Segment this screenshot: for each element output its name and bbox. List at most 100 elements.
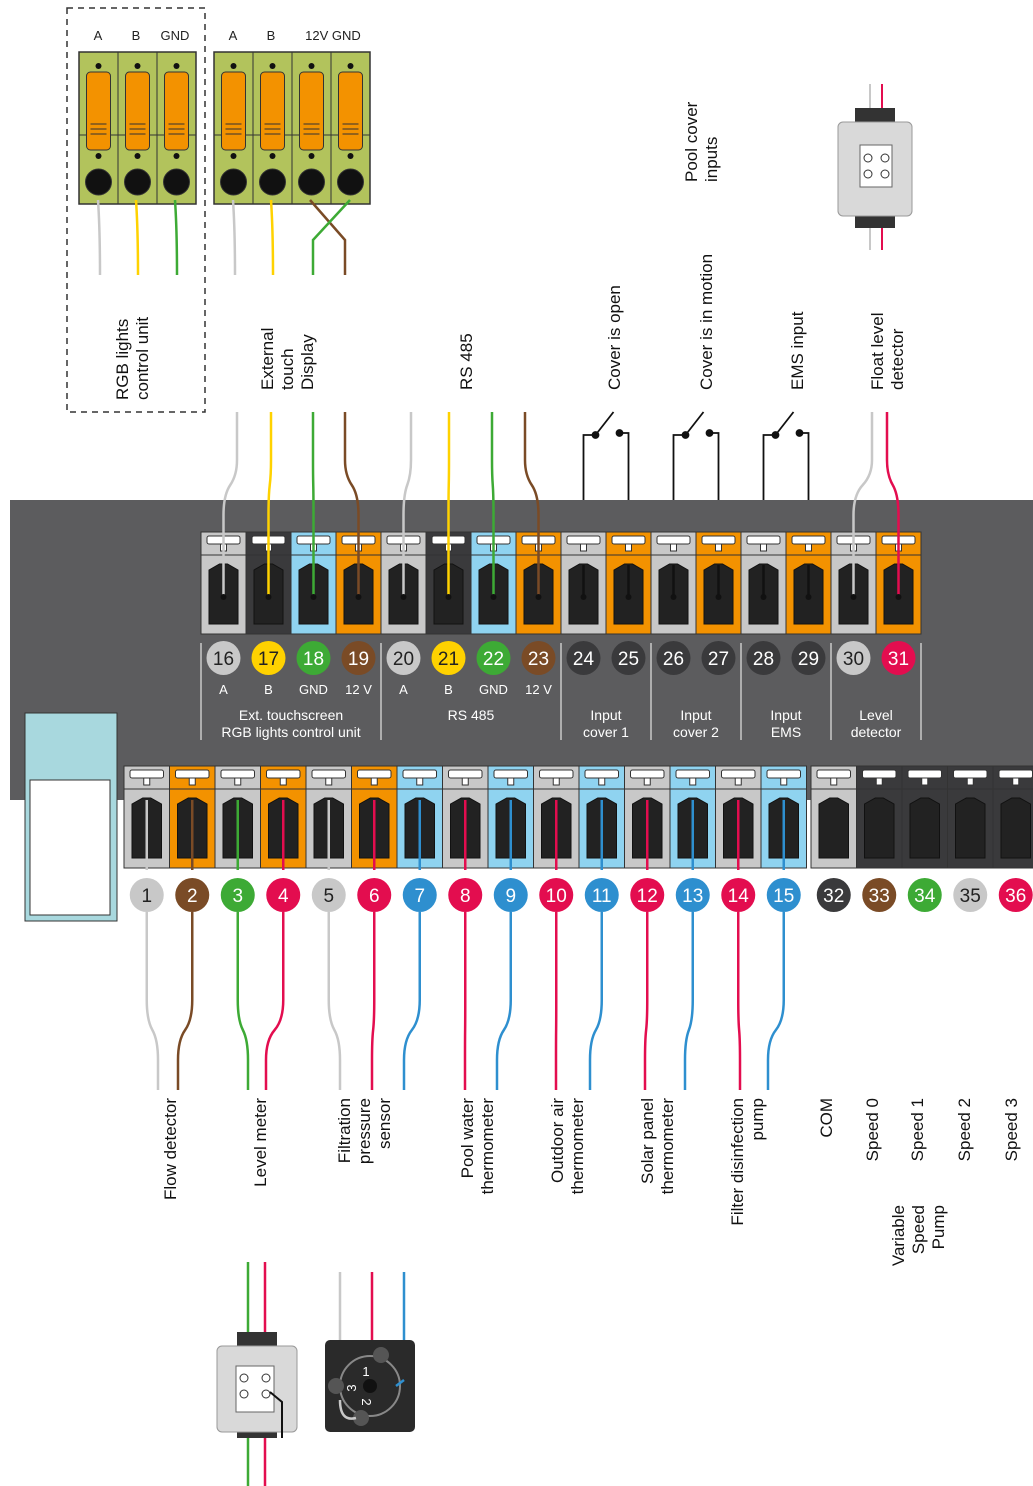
terminal-number: 13 xyxy=(682,886,703,907)
terminal-badge-9 xyxy=(493,878,528,912)
upper-group-label: detector xyxy=(851,724,902,740)
terminal-badge-30 xyxy=(836,641,871,675)
svg-text:thermometer: thermometer xyxy=(568,1098,587,1195)
terminal-badge-7 xyxy=(402,878,437,912)
terminal-badge-1 xyxy=(129,878,164,912)
terminal-number: 35 xyxy=(960,886,981,907)
terminal-number: 11 xyxy=(592,886,612,907)
label-level-meter: Level meter xyxy=(251,1098,270,1187)
terminal-sub: A xyxy=(219,682,228,697)
svg-text:RS 485: RS 485 xyxy=(457,333,476,390)
terminal-number: 24 xyxy=(573,649,595,670)
terminal-33[interactable] xyxy=(856,765,903,869)
svg-text:Speed 1: Speed 1 xyxy=(908,1098,927,1161)
terminal-number: 18 xyxy=(303,649,324,670)
svg-text:sensor: sensor xyxy=(375,1098,394,1149)
lower-group-label: detector xyxy=(144,940,195,956)
svg-text:Flow detector: Flow detector xyxy=(161,1098,180,1200)
terminal-16[interactable] xyxy=(200,531,247,635)
label-speed2: Speed 2 xyxy=(955,1098,974,1161)
terminal-36[interactable] xyxy=(992,765,1033,869)
terminal-sub: 12 V xyxy=(345,682,372,697)
conn2-header-a: A xyxy=(229,28,238,43)
svg-text:Pool cover: Pool cover xyxy=(682,101,701,182)
svg-text:Display: Display xyxy=(298,334,317,390)
terminal-number: 19 xyxy=(348,649,369,670)
terminal-number: 2 xyxy=(187,886,198,907)
terminal-number: 16 xyxy=(213,649,234,670)
svg-text:Filtration: Filtration xyxy=(335,1098,354,1163)
lower-group-label: T - solar xyxy=(644,923,695,939)
terminal-badge-23 xyxy=(521,641,556,675)
terminal-badge-29 xyxy=(791,641,826,675)
terminal-number: 25 xyxy=(618,649,639,670)
side-module-window xyxy=(29,779,111,916)
terminal-number: 14 xyxy=(728,886,750,907)
terminal-badge-35 xyxy=(953,878,988,912)
terminal-sub: 3 xyxy=(1012,923,1020,940)
terminal-number: 32 xyxy=(823,886,844,907)
terminal-badge-10 xyxy=(539,878,574,912)
conn1-header-b: B xyxy=(132,28,141,43)
terminal-number: 17 xyxy=(258,649,279,670)
upper-group-label: Level xyxy=(859,707,892,723)
terminal-32[interactable] xyxy=(810,765,857,869)
terminal-badge-3 xyxy=(220,878,255,912)
terminal-badge-28 xyxy=(746,641,781,675)
terminal-number: 33 xyxy=(869,886,890,907)
conn1-header-a: A xyxy=(94,28,103,43)
terminal-number: 15 xyxy=(773,886,794,907)
svg-text:Variable: Variable xyxy=(889,1205,908,1266)
terminal-badge-20 xyxy=(386,641,421,675)
svg-text:pump: pump xyxy=(748,1098,767,1141)
terminal-number: 26 xyxy=(663,649,684,670)
lower-group-label: Filter desinf. xyxy=(723,940,799,956)
terminal-number: 36 xyxy=(1005,886,1026,907)
label-cover-motion: Cover is in motion xyxy=(697,254,716,390)
lower-group-label: meter xyxy=(243,940,279,956)
label-cover-open: Cover is open xyxy=(605,285,624,390)
svg-text:External: External xyxy=(258,328,277,390)
terminal-badge-26 xyxy=(656,641,691,675)
upper-group-label: cover 2 xyxy=(673,724,719,740)
lower-group-label: T - air xyxy=(561,923,598,939)
terminal-number: 4 xyxy=(278,886,289,907)
sensor-pin-3: 3 xyxy=(344,1384,359,1391)
label-com: COM xyxy=(817,1098,836,1138)
svg-text:Speed 0: Speed 0 xyxy=(863,1098,882,1161)
svg-text:Cover is in motion: Cover is in motion xyxy=(697,254,716,390)
terminal-number: 1 xyxy=(141,886,152,907)
terminal-34[interactable] xyxy=(901,765,948,869)
upper-group-label: RGB lights control unit xyxy=(221,724,360,740)
lower-group-label: Level xyxy=(244,923,277,939)
terminal-badge-15 xyxy=(766,878,801,912)
label-ems-input: EMS input xyxy=(788,311,807,390)
label-speed1: Speed 1 xyxy=(908,1098,927,1161)
lower-group-label: Flow xyxy=(155,923,185,939)
terminal-35[interactable] xyxy=(947,765,994,869)
terminal-badge-19 xyxy=(341,641,376,675)
svg-text:thermometer: thermometer xyxy=(478,1098,497,1195)
terminal-badge-5 xyxy=(311,878,346,912)
terminal-number: 12 xyxy=(637,886,658,907)
terminal-badge-6 xyxy=(357,878,392,912)
upper-group-label: Input xyxy=(770,707,801,723)
svg-text:Cover is open: Cover is open xyxy=(605,285,624,390)
svg-text:detector: detector xyxy=(888,328,907,390)
terminal-number: 7 xyxy=(414,886,425,907)
terminal-badge-36 xyxy=(998,878,1033,912)
terminal-badge-17 xyxy=(251,641,286,675)
terminal-number: 31 xyxy=(888,649,909,670)
svg-text:Level meter: Level meter xyxy=(251,1098,270,1187)
upper-group-label: EMS xyxy=(771,724,801,740)
terminal-number: 3 xyxy=(232,886,243,907)
terminal-sub: 12 V xyxy=(525,682,552,697)
vs-pump-group-label: VS Pump xyxy=(915,947,974,963)
